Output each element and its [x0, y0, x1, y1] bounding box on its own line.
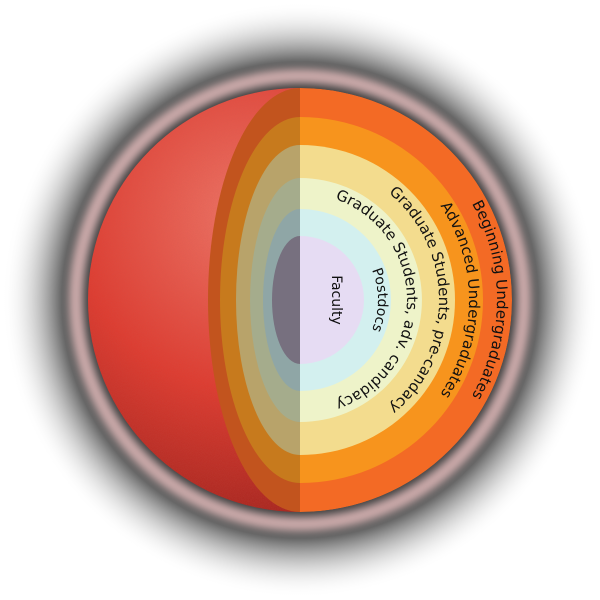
sphere-glow [69, 69, 531, 531]
layer-label-6: Faculty [328, 275, 344, 325]
layer-6-left [272, 236, 300, 364]
layer-6-right [300, 236, 364, 364]
